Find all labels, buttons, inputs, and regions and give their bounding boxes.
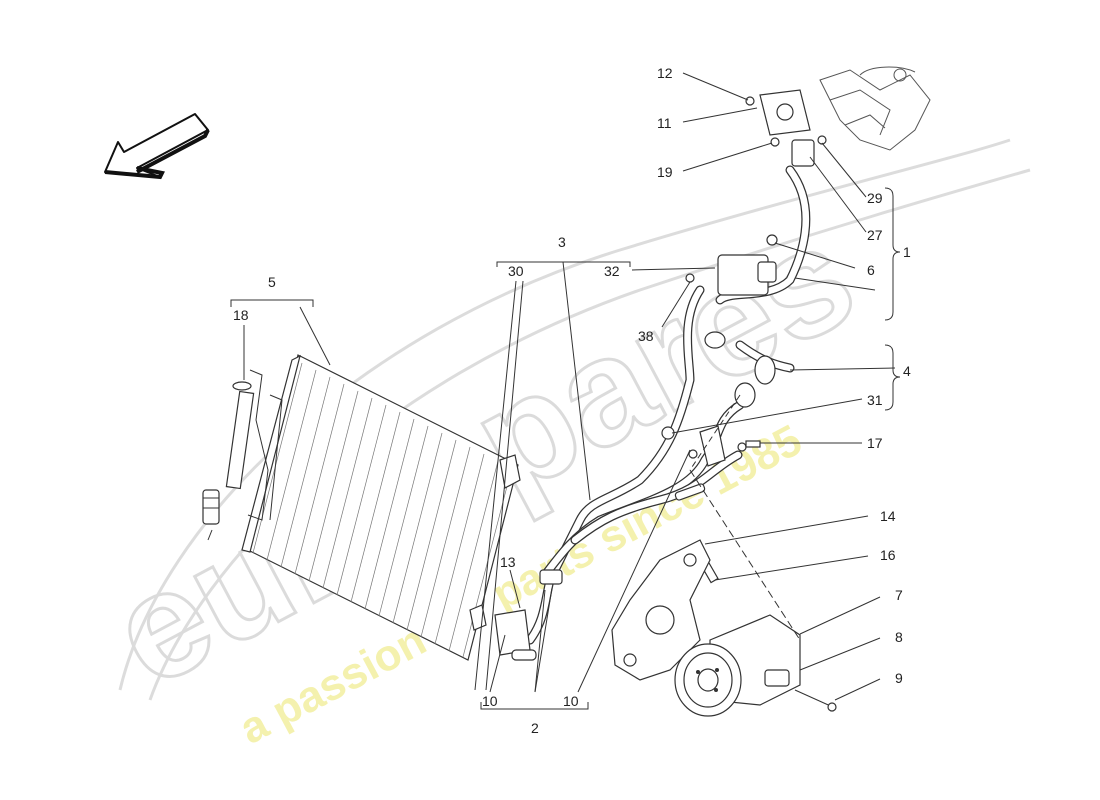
label-3: 3 [558,234,566,250]
expansion-valve-assembly [745,66,931,167]
label-19: 19 [657,164,673,180]
label-32: 32 [604,263,620,279]
label-30: 30 [508,263,524,279]
watermark: eurospares a passion for parts since 198… [85,138,1031,754]
label-7: 7 [895,587,903,603]
label-31: 31 [867,392,883,408]
label-27: 27 [867,227,883,243]
label-8: 8 [895,629,903,645]
part-labels: 12 11 19 29 27 6 1 3 30 32 38 5 18 4 31 … [233,65,911,736]
label-29: 29 [867,190,883,206]
label-10-left: 10 [482,693,498,709]
group-brackets [230,187,901,710]
label-38: 38 [638,328,654,344]
label-5: 5 [268,274,276,290]
direction-arrow-icon [104,113,210,180]
label-13: 13 [500,554,516,570]
label-4: 4 [903,363,911,379]
leader-lines [243,72,896,701]
pipe-fittings [494,234,778,661]
label-10-right: 10 [563,693,579,709]
compressor-bracket [611,539,711,681]
label-9: 9 [895,670,903,686]
label-17: 17 [867,435,883,451]
label-6: 6 [867,262,875,278]
ac-compressor [674,614,837,717]
receiver-drier [202,369,283,541]
label-14: 14 [880,508,896,524]
label-12: 12 [657,65,673,81]
label-16: 16 [880,547,896,563]
label-1: 1 [903,244,911,260]
label-11: 11 [657,115,672,131]
label-2: 2 [531,720,539,736]
condenser [241,354,521,661]
label-18: 18 [233,307,249,323]
